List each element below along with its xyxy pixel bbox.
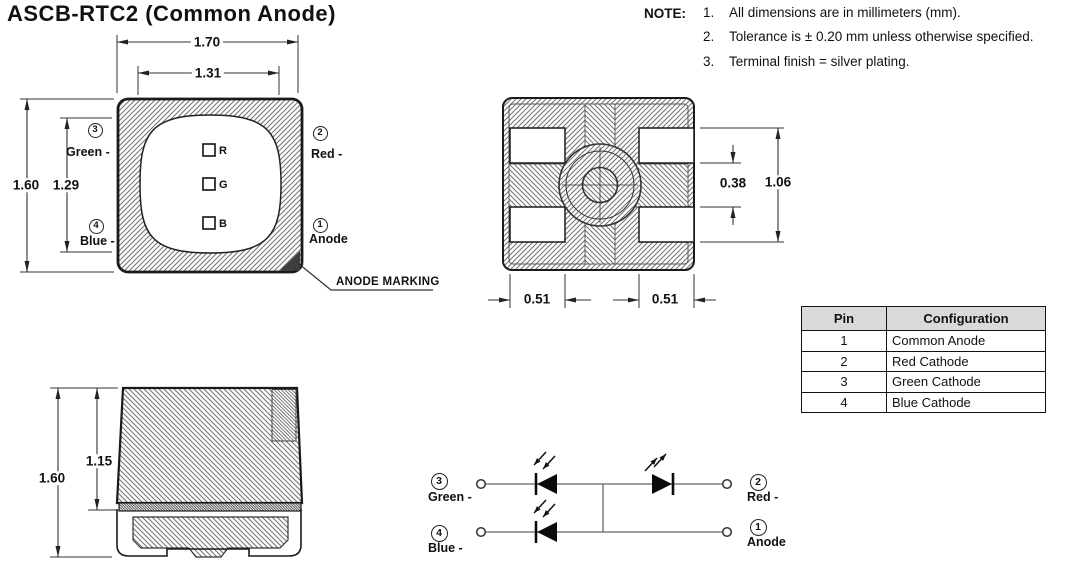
page-title: ASCB-RTC2 (Common Anode)	[7, 1, 336, 26]
side-view-lead-outline	[116, 509, 302, 557]
anode-marking-triangle	[280, 251, 300, 271]
schematic-label-blue: Blue -	[428, 541, 463, 555]
solder-pad	[638, 127, 695, 164]
schematic-label-green: Green -	[428, 490, 472, 504]
pin-number-badge: 1	[749, 518, 767, 536]
pin-number-badge: 2	[312, 125, 328, 141]
table-row: 1 Common Anode	[801, 330, 1046, 352]
config-cell: Common Anode	[886, 330, 1046, 352]
chip-label-r: R	[219, 145, 227, 157]
pin-number-badge: 4	[430, 524, 448, 542]
red-led-symbol	[644, 453, 675, 495]
dim-outer-height: 1.60	[9, 178, 43, 192]
table-row: 2 Red Cathode	[801, 350, 1046, 372]
table-header-row: Pin Configuration	[801, 306, 1046, 331]
dim-pad-width-left: 0.51	[520, 292, 554, 306]
terminal-pin1	[721, 526, 733, 538]
note-text: All dimensions are in millimeters (mm).	[729, 5, 961, 20]
note-number: 3.	[703, 54, 715, 69]
blue-chip-square	[202, 216, 216, 230]
pin-number-badge: 2	[749, 473, 767, 491]
dim-outer-width: 1.70	[190, 35, 224, 49]
note-text: Terminal finish = silver plating.	[729, 54, 910, 69]
pin-number-badge: 3	[430, 472, 448, 490]
pin-label-blue: Blue -	[80, 234, 115, 248]
schematic-label-anode: Anode	[747, 535, 786, 549]
side-view-body	[115, 386, 304, 505]
pin-cell: 2	[801, 350, 887, 372]
green-led-symbol	[533, 451, 557, 495]
side-view-drawing	[50, 386, 304, 558]
pin-number-badge: 3	[87, 122, 103, 138]
anode-marking-leader-line	[298, 263, 433, 291]
note-number: 2.	[703, 29, 715, 44]
note-item: 1. All dimensions are in millimeters (mm…	[703, 5, 961, 20]
table-row: 3 Green Cathode	[801, 371, 1046, 393]
solder-pad	[509, 206, 566, 243]
solder-pad	[638, 206, 695, 243]
terminal-pin3	[475, 478, 487, 490]
side-view-lower-block	[132, 516, 289, 558]
note-number: 1.	[703, 5, 715, 20]
pin-label-red: Red -	[311, 147, 343, 161]
top-view-drawing	[20, 35, 433, 291]
config-cell: Blue Cathode	[886, 391, 1046, 413]
note-item: 2. Tolerance is ± 0.20 mm unless otherwi…	[703, 29, 1034, 44]
terminal-pin4	[475, 526, 487, 538]
dim-pad-gap: 0.38	[716, 176, 750, 190]
pin-number-badge: 4	[88, 218, 104, 234]
dim-lens-width: 1.31	[191, 66, 225, 80]
table-header-configuration: Configuration	[886, 306, 1046, 331]
note-text: Tolerance is ± 0.20 mm unless otherwise …	[729, 29, 1034, 44]
side-view-corner-notch	[271, 389, 297, 442]
bottom-view-dimension-lines	[488, 127, 784, 308]
dim-lens-height: 1.29	[49, 178, 83, 192]
note-item: 3. Terminal finish = silver plating.	[703, 54, 910, 69]
pin-cell: 3	[801, 371, 887, 393]
chip-label-g: G	[219, 179, 228, 191]
schematic-drawing	[475, 451, 733, 543]
dim-total-height: 1.60	[35, 471, 69, 485]
blue-led-symbol	[533, 499, 557, 543]
dim-pad-span: 1.06	[761, 175, 795, 189]
pin-cell: 1	[801, 330, 887, 352]
dim-pad-width-right: 0.51	[648, 292, 682, 306]
anode-marking-label: ANODE MARKING	[336, 276, 440, 288]
notes-heading: NOTE:	[644, 6, 686, 21]
chip-label-b: B	[219, 218, 227, 230]
terminal-pin2	[721, 478, 733, 490]
pin-label-green: Green -	[66, 145, 110, 159]
pin-config-table: Pin Configuration 1 Common Anode 2 Red C…	[801, 306, 1046, 413]
red-chip-square	[202, 143, 216, 157]
table-row: 4 Blue Cathode	[801, 391, 1046, 413]
config-cell: Red Cathode	[886, 350, 1046, 372]
table-header-pin: Pin	[801, 306, 887, 331]
pin-cell: 4	[801, 391, 887, 413]
pin-label-anode: Anode	[309, 232, 348, 246]
dim-body-height: 1.15	[82, 454, 116, 468]
green-chip-square	[202, 177, 216, 191]
side-view-base-strip	[118, 502, 302, 512]
pin-number-badge: 1	[312, 217, 328, 233]
schematic-label-red: Red -	[747, 490, 779, 504]
config-cell: Green Cathode	[886, 371, 1046, 393]
solder-pad	[509, 127, 566, 164]
bottom-view-drawing	[488, 97, 784, 308]
